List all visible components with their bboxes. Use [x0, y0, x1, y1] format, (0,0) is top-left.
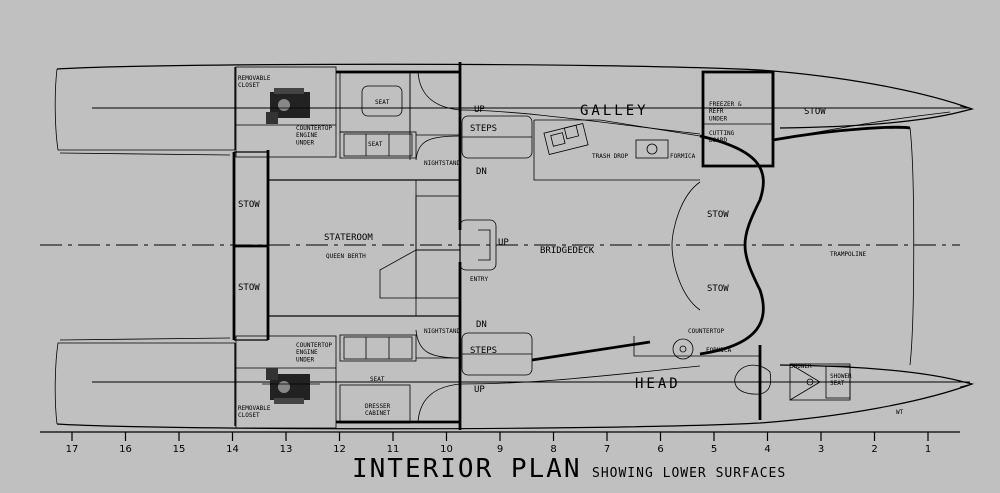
label-countertop-head: COUNTERTOP — [688, 328, 725, 335]
station-label: 15 — [173, 444, 186, 455]
label-galley: GALLEY — [580, 103, 649, 119]
station-label: 4 — [764, 444, 770, 455]
station-label: 17 — [66, 444, 79, 455]
label-formica-galley: FORMICA — [670, 153, 696, 160]
label-dn-upper: DN — [476, 167, 487, 177]
station-label: 3 — [818, 444, 824, 455]
plan-subtitle: SHOWING LOWER SURFACES — [592, 466, 786, 481]
station-label: 13 — [280, 444, 293, 455]
label-entry: ENTRY — [470, 276, 488, 283]
label-trampoline: TRAMPOLINE — [830, 251, 867, 258]
label-seat-lower: SEAT — [370, 376, 385, 383]
lower-hull-interior — [235, 332, 851, 429]
label-nightstand-upper: NIGHTSTAND — [424, 160, 461, 167]
label-wt: WT — [896, 409, 904, 416]
station-label: 10 — [440, 444, 453, 455]
label-bridgedeck: BRIDGEDECK — [540, 246, 595, 256]
label-head: HEAD — [635, 376, 681, 392]
label-stateroom: STATEROOM — [324, 233, 373, 243]
bridgedeck-structure — [267, 125, 915, 366]
label-up-center: UP — [498, 238, 509, 248]
label-dn-lower: DN — [476, 320, 487, 330]
label-stow-aft-upper: STOW — [238, 200, 260, 210]
station-label: 8 — [550, 444, 556, 455]
label-queen-berth: QUEEN BERTH — [326, 253, 366, 260]
station-label: 9 — [497, 444, 503, 455]
label-stow-salon-upper: STOW — [707, 210, 729, 220]
station-label: 5 — [711, 444, 717, 455]
label-trash-drop: TRASH DROP — [592, 153, 629, 160]
engine-icon-lower — [262, 368, 320, 404]
label-steps-lower: STEPS — [470, 346, 497, 356]
station-scale: 17 16 15 14 13 12 11 10 9 8 7 6 5 4 3 2 1 — [40, 431, 960, 455]
label-formica-head: FORMICA — [706, 347, 732, 354]
label-stow-salon-lower: STOW — [707, 284, 729, 294]
station-label: 6 — [657, 444, 663, 455]
label-seat-upper-2: SEAT — [368, 141, 383, 148]
station-label: 7 — [604, 444, 610, 455]
station-label: 11 — [387, 444, 400, 455]
station-label: 14 — [226, 444, 239, 455]
label-shower: SHOWER — [790, 363, 812, 370]
station-label: 16 — [119, 444, 132, 455]
station-label: 2 — [871, 444, 877, 455]
engine-icon-upper — [262, 88, 320, 124]
cushion-grid-lower — [343, 336, 413, 360]
cushion-grid-upper — [343, 133, 413, 157]
label-steps-upper: STEPS — [470, 124, 497, 134]
label-stow-aft-lower: STOW — [238, 283, 260, 293]
station-label: 1 — [925, 444, 931, 455]
label-stow-fwd-upper: STOW — [804, 107, 826, 117]
station-label: 12 — [333, 444, 346, 455]
label-up-lower: UP — [474, 385, 485, 395]
label-nightstand-lower: NIGHTSTAND — [424, 328, 461, 335]
label-seat-upper: SEAT — [375, 99, 390, 106]
label-up-upper: UP — [474, 105, 485, 115]
plan-title: INTERIOR PLAN — [352, 454, 582, 484]
